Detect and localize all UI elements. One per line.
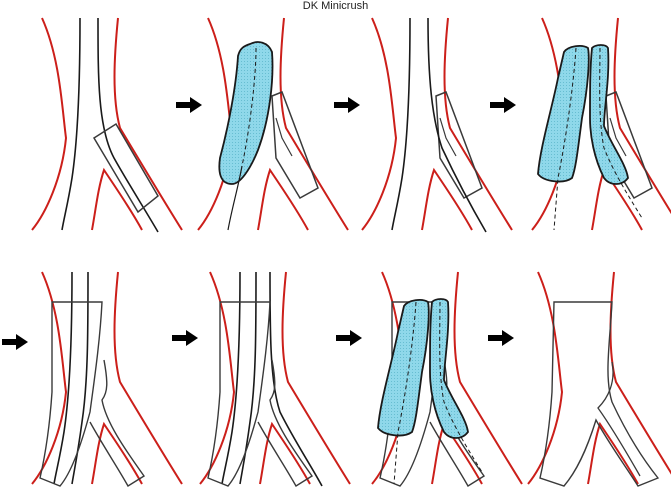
main-vessel-balloon xyxy=(218,41,274,231)
step-arrow-5 xyxy=(172,330,198,346)
figure-title: DK Minicrush xyxy=(302,0,369,12)
step-arrow-6 xyxy=(336,330,362,346)
vessel-wall xyxy=(197,17,349,231)
main-guidewire xyxy=(53,271,73,485)
main-guidewire xyxy=(221,271,241,485)
step-arrow-4 xyxy=(2,334,28,350)
vessel-wall xyxy=(527,271,671,485)
panel-2 xyxy=(197,17,349,231)
panel-6 xyxy=(199,271,351,487)
step-arrow-7 xyxy=(488,330,514,346)
panel-8 xyxy=(527,271,671,487)
side-stent-flare xyxy=(89,359,145,487)
step-arrow-3 xyxy=(490,97,516,113)
side-stent-flare xyxy=(597,361,641,477)
panel-7 xyxy=(371,271,523,487)
second-guidewire xyxy=(239,271,257,485)
step-arrow-2 xyxy=(334,97,360,113)
side-guidewire xyxy=(97,17,159,233)
side-guidewire xyxy=(427,17,487,233)
vessel-wall xyxy=(361,17,513,231)
step-arrow-1 xyxy=(176,97,202,113)
panel-1 xyxy=(31,17,183,233)
side-guidewire xyxy=(269,271,323,487)
panel-3 xyxy=(361,17,513,233)
vessel-wall xyxy=(31,17,183,231)
second-guidewire xyxy=(71,271,89,485)
panel-5 xyxy=(31,271,183,487)
panel-4 xyxy=(531,17,671,231)
final-stent-outline xyxy=(539,301,660,487)
